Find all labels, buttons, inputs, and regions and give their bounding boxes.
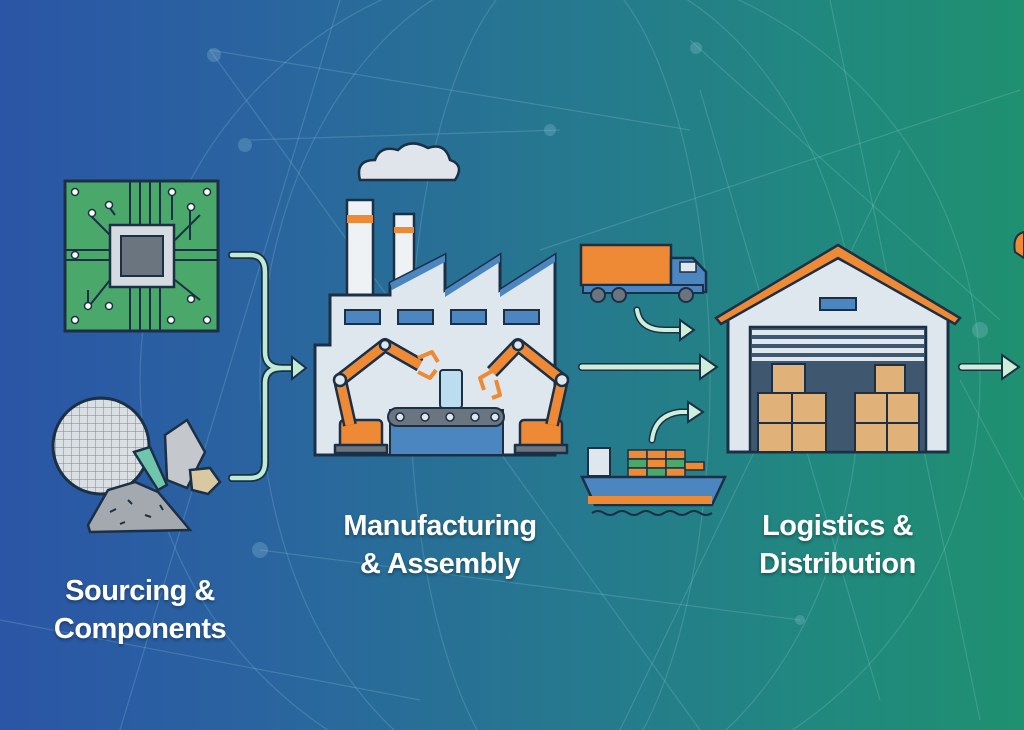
robot-arm-right-icon — [478, 338, 570, 455]
stage-label-sourcing: Sourcing & Components — [53, 575, 227, 645]
cargo-ship-icon — [580, 447, 727, 516]
warehouse-icon — [714, 243, 962, 454]
crystals-icon — [132, 418, 222, 496]
truck-icon — [579, 243, 708, 303]
flow-arrows-icon — [578, 306, 1021, 444]
circuit-board-icon — [63, 179, 220, 333]
merge-arrow-icon — [228, 251, 308, 482]
robot-arm-left-icon — [332, 338, 440, 455]
stage-label-logistics: Logistics & Distribution — [759, 510, 916, 580]
conveyor-belt-icon — [387, 407, 505, 456]
boxes-icon — [757, 363, 920, 453]
silicon-wafer-icon — [51, 396, 151, 496]
smartphone-icon — [439, 369, 463, 409]
next-stage-partial-icon — [1013, 230, 1024, 260]
stage-label-manufacturing: Manufacturing & Assembly — [343, 510, 537, 580]
ore-pile-icon — [86, 480, 193, 534]
